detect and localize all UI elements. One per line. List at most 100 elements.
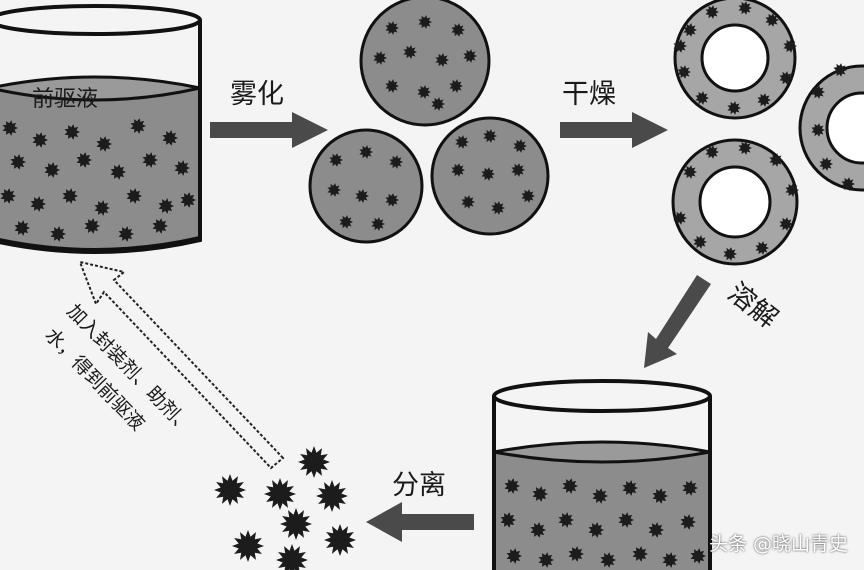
separate-arrow: 分离 xyxy=(366,470,474,542)
precursor-beaker: 前驱液 xyxy=(0,4,202,254)
particle xyxy=(50,226,66,242)
particle xyxy=(695,91,709,105)
particle xyxy=(96,136,112,152)
particle xyxy=(76,152,92,168)
particle xyxy=(690,548,706,564)
particle xyxy=(779,71,793,85)
separate-label: 分离 xyxy=(392,470,446,501)
particle xyxy=(162,130,178,146)
particle xyxy=(232,530,264,562)
particle xyxy=(757,93,771,107)
atomize-label: 雾化 xyxy=(230,79,284,110)
particle xyxy=(680,514,696,530)
particle xyxy=(727,101,741,115)
dissolved-liquid xyxy=(494,452,710,570)
droplet-particles xyxy=(327,15,535,231)
particle xyxy=(530,522,546,538)
particle xyxy=(32,132,48,148)
particle xyxy=(461,195,475,209)
particle xyxy=(180,192,196,208)
particle xyxy=(673,39,687,53)
shell-particles xyxy=(673,1,855,261)
atomize-arrow: 雾化 xyxy=(210,79,328,148)
dissolved-beaker-wall xyxy=(492,396,712,570)
particle xyxy=(0,188,16,204)
particle xyxy=(158,198,174,214)
dry-label: 干燥 xyxy=(562,79,616,110)
dry-arrow: 干燥 xyxy=(560,79,668,148)
particle xyxy=(683,165,697,179)
particle xyxy=(264,478,296,510)
beaker-rim xyxy=(0,4,202,36)
particle xyxy=(126,188,142,204)
particle xyxy=(662,552,678,568)
particle xyxy=(385,21,399,35)
particle xyxy=(174,160,190,176)
particle xyxy=(14,220,30,236)
precursor-label: 前驱液 xyxy=(32,87,98,112)
particle xyxy=(483,129,497,143)
particle xyxy=(44,162,60,178)
particle xyxy=(280,508,312,540)
particle xyxy=(648,522,664,538)
dissolved-beaker-rim xyxy=(492,379,712,413)
particle xyxy=(355,189,369,203)
particle xyxy=(373,51,387,65)
particle xyxy=(811,123,825,137)
particle xyxy=(316,480,348,512)
particle xyxy=(359,145,373,159)
particle xyxy=(371,217,385,231)
particle xyxy=(652,488,668,504)
particle xyxy=(455,135,469,149)
particle xyxy=(385,193,399,207)
particle xyxy=(451,23,465,37)
particle xyxy=(403,45,417,59)
particle xyxy=(481,167,495,181)
particle xyxy=(110,164,126,180)
beaker-wall xyxy=(0,20,202,254)
particle xyxy=(811,85,825,99)
particle xyxy=(513,139,527,153)
particle xyxy=(673,211,687,225)
particle xyxy=(755,241,769,255)
particle xyxy=(779,217,793,231)
particle xyxy=(558,512,574,528)
particle xyxy=(738,141,752,155)
particle xyxy=(385,79,399,93)
atomize-arrow-shape xyxy=(210,112,328,148)
particle xyxy=(451,163,465,177)
particle xyxy=(214,474,246,506)
dissolved-beaker xyxy=(492,379,712,570)
particle xyxy=(463,49,477,63)
particle xyxy=(705,145,719,159)
particle xyxy=(819,157,833,171)
hollow-sphere-right-core xyxy=(825,91,864,165)
particle xyxy=(682,480,698,496)
particle xyxy=(418,15,432,29)
particle xyxy=(765,13,779,27)
separated-particles xyxy=(214,446,356,570)
dry-arrow-shape xyxy=(560,112,668,148)
particle xyxy=(500,512,516,528)
particle xyxy=(783,39,797,53)
particle xyxy=(632,546,648,562)
particle xyxy=(118,226,134,242)
particle xyxy=(568,546,584,562)
particle xyxy=(618,512,634,528)
particle xyxy=(339,215,353,229)
particle xyxy=(562,478,578,494)
dissolve-arrow: 溶解 xyxy=(644,275,783,368)
precursor-liquid xyxy=(0,88,202,252)
particle xyxy=(62,188,78,204)
hollow-sphere-bottom-core xyxy=(698,165,772,239)
particle xyxy=(30,196,46,212)
particle xyxy=(504,478,520,494)
particle xyxy=(298,446,330,478)
particle xyxy=(705,5,719,19)
particle xyxy=(506,548,522,564)
particle xyxy=(431,97,445,111)
particle xyxy=(769,153,783,167)
droplet-left xyxy=(308,128,424,244)
hollow-sphere-top-core xyxy=(700,23,770,93)
separate-arrow-shape xyxy=(366,502,474,542)
